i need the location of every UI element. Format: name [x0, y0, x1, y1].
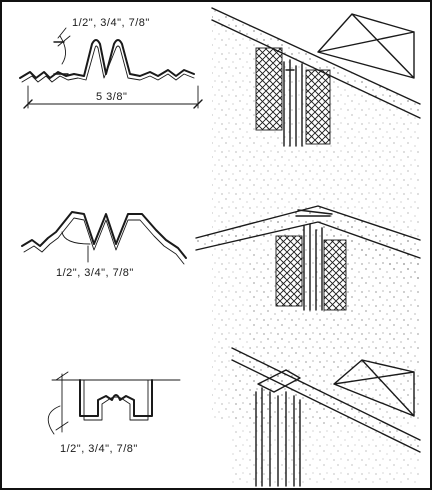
profile-c-depth-label: 1/2", 3/4", 7/8"	[60, 443, 138, 455]
perspective-a-ceiling	[212, 8, 420, 118]
perspective-b-stud	[295, 209, 333, 311]
profile-a-leader	[57, 27, 71, 47]
profile-c-outline	[79, 379, 153, 417]
profile-a-depth-arc	[59, 35, 66, 65]
profile-a-depth-label: 1/2", 3/4", 7/8"	[72, 17, 150, 29]
profile-a-outline	[19, 39, 195, 79]
profile-c-inner	[83, 379, 149, 421]
perspective-c	[230, 347, 421, 487]
profile-a-width-label: 5 3/8"	[96, 91, 127, 103]
perspective-a-lath-left	[255, 47, 283, 131]
profile-b-section: 1/2", 3/4", 7/8"	[21, 211, 187, 279]
profile-b-depth-arc	[61, 231, 91, 263]
perspective-b-ceiling	[196, 206, 420, 282]
profile-a-width-ticks	[23, 99, 203, 109]
profile-a-inner	[21, 45, 195, 83]
perspective-b-lath-right	[323, 239, 347, 311]
profile-a-section: 1/2", 3/4", 7/8" 5 3/8"	[19, 17, 203, 109]
perspective-a-truss	[317, 13, 415, 79]
perspective-c-stud	[255, 369, 301, 487]
profile-c-section: 1/2", 3/4", 7/8"	[47, 371, 181, 455]
perspective-a-stud	[283, 59, 303, 147]
profile-b-inner	[23, 217, 185, 265]
profile-c-depth-arc	[47, 405, 61, 435]
profile-c-guides	[51, 371, 181, 433]
perspective-b-ceiling-edges	[195, 205, 421, 259]
profile-b-outline	[21, 211, 187, 259]
perspective-c-truss	[333, 359, 415, 417]
profile-b-depth-label: 1/2", 3/4", 7/8"	[56, 267, 134, 279]
perspective-a-lath-right	[305, 69, 331, 145]
perspective-b-lath-left	[275, 235, 303, 307]
profile-a-depth-ticks	[53, 41, 69, 75]
